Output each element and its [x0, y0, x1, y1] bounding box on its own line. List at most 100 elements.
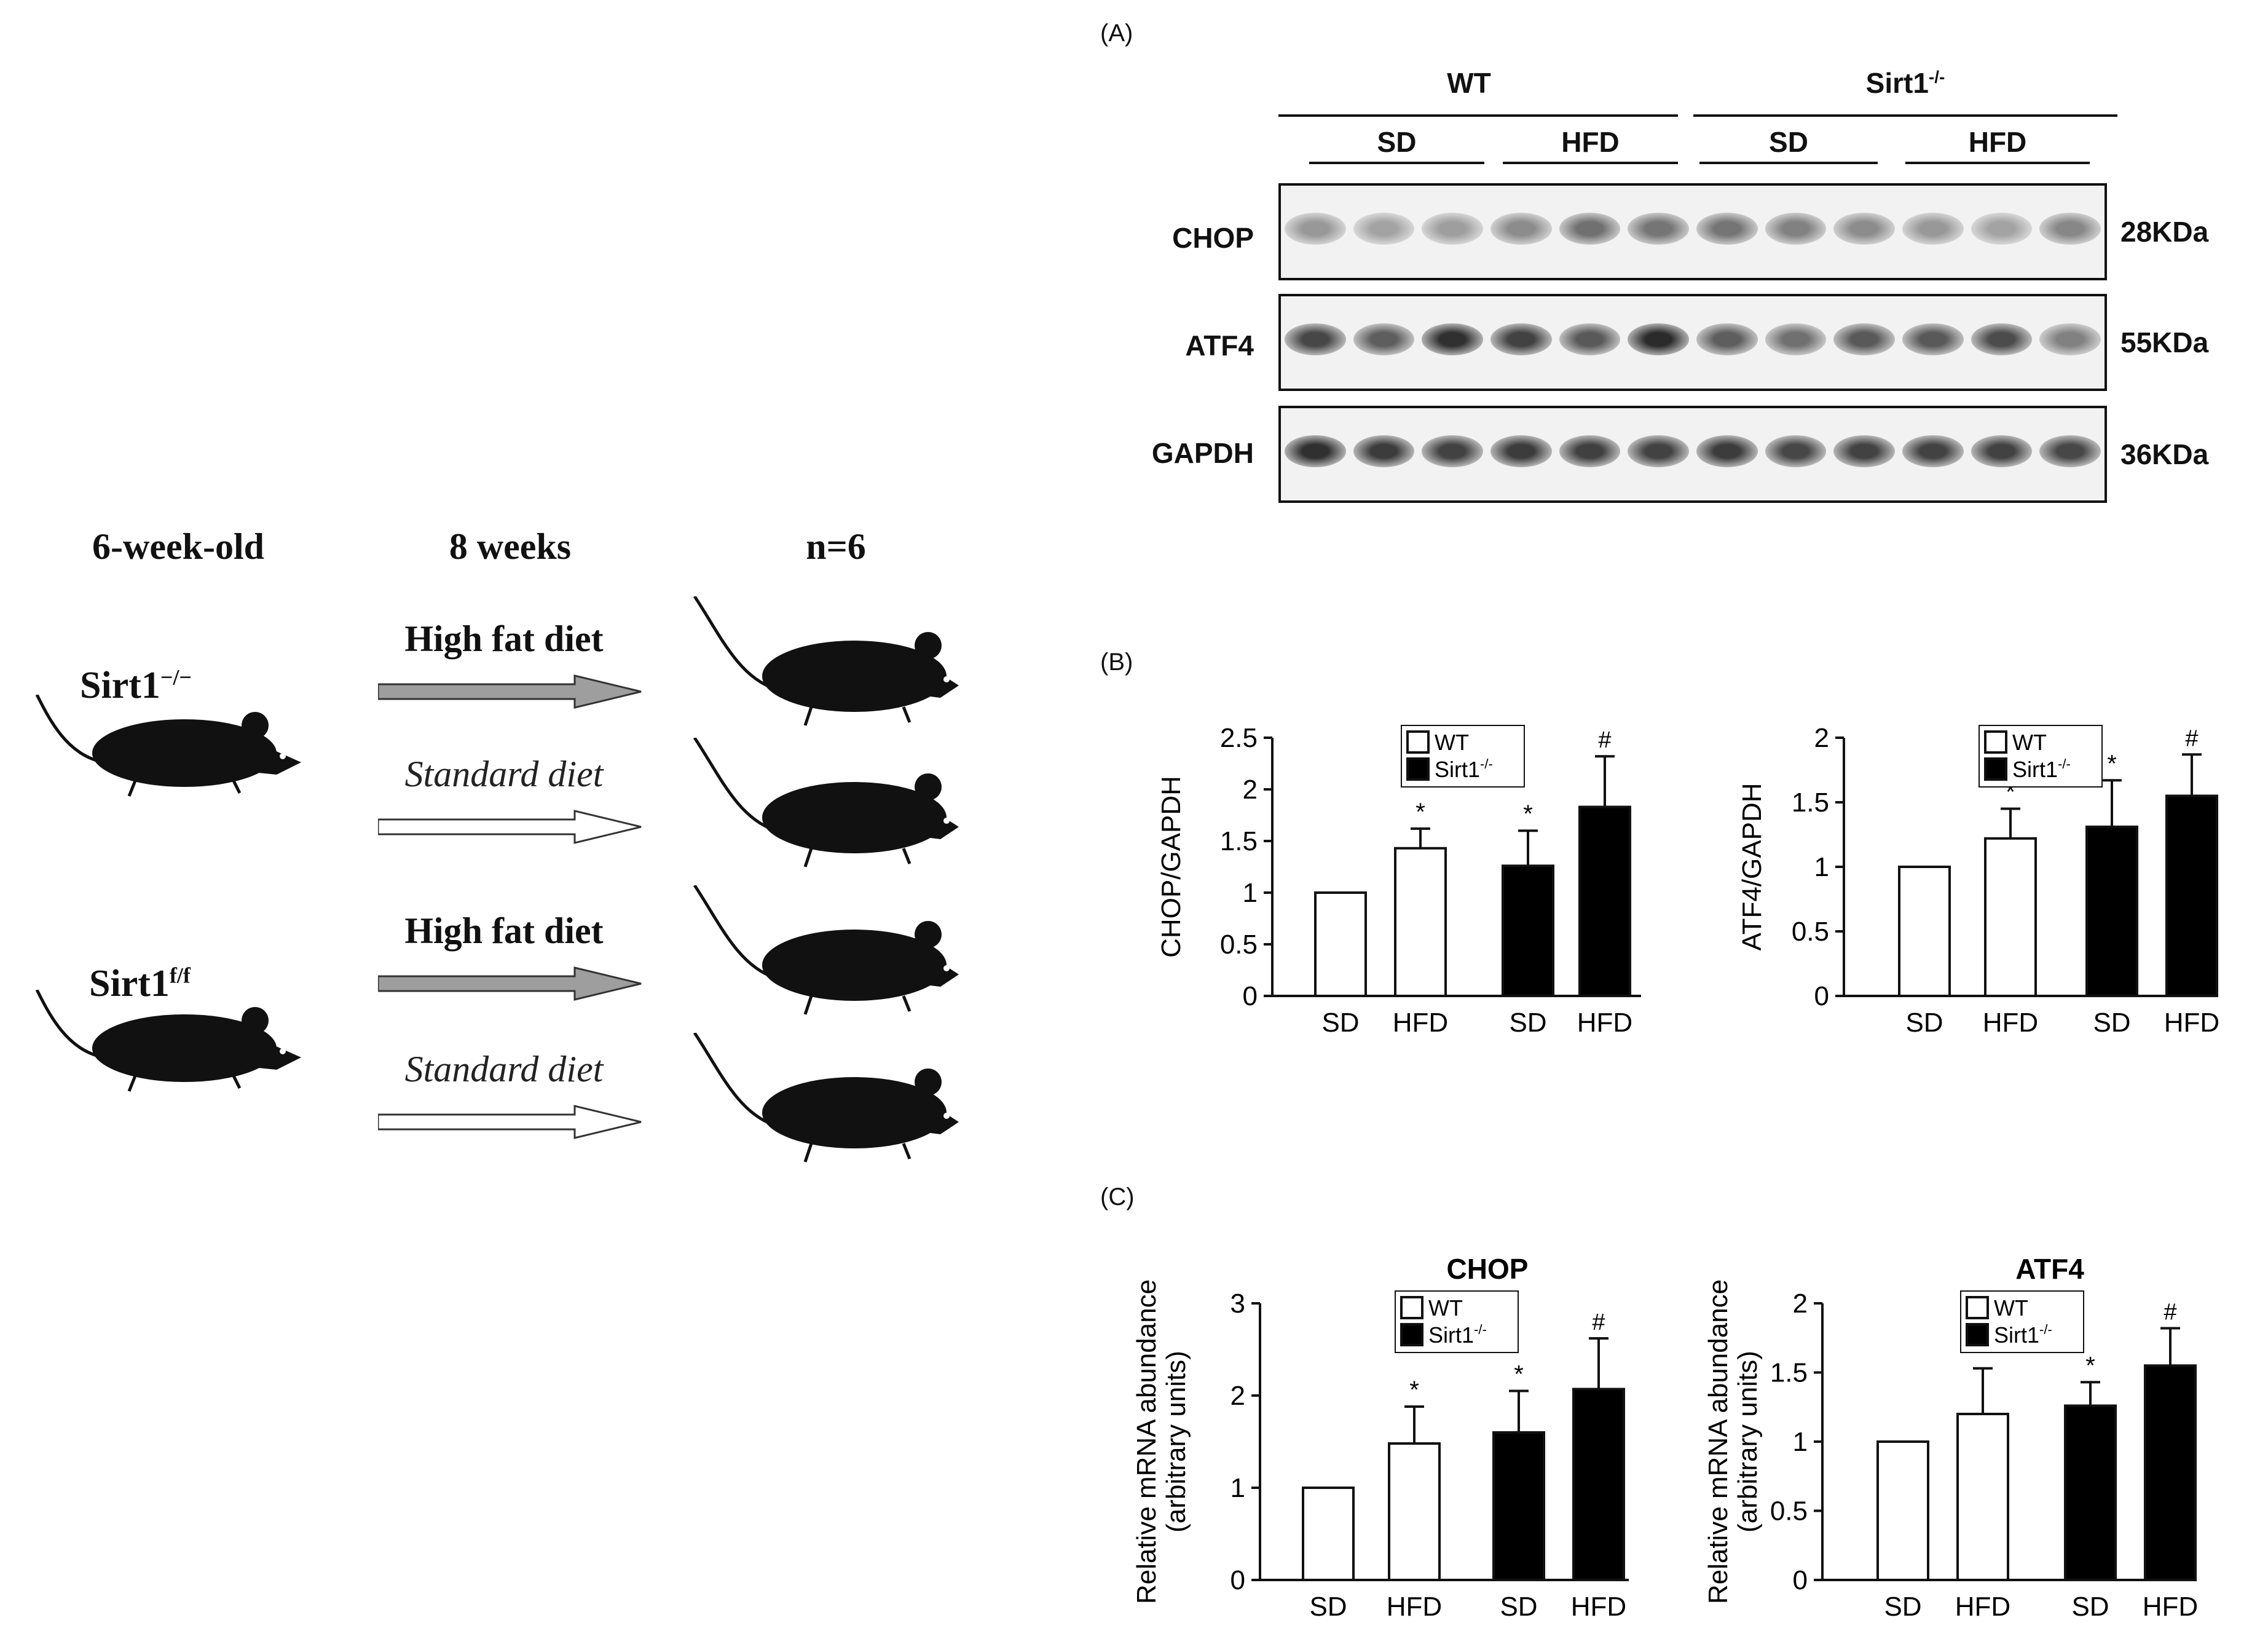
bar	[1394, 847, 1447, 997]
bar	[2165, 794, 2218, 997]
y-tick-label: 2.5	[1220, 723, 1258, 753]
bar	[2064, 1404, 2117, 1581]
legend-label: WT	[2012, 730, 2047, 755]
blot-band	[1902, 435, 1964, 467]
blot-band	[1353, 435, 1415, 467]
blot-size-atf4: 55KDa	[2120, 326, 2209, 358]
arrow-hfd-1	[378, 674, 642, 709]
blot-size-gapdh: 36KDa	[2120, 438, 2209, 470]
blot-image-gapdh	[1278, 406, 2107, 503]
blot-group-wt: WT	[1447, 67, 1491, 99]
strain-label-flox: Sirt1f/f	[89, 962, 191, 1006]
bar	[1956, 1413, 2009, 1581]
y-tick-label: 1	[1814, 852, 1829, 882]
bar	[1572, 1388, 1625, 1581]
x-tick-label: SD	[1309, 1592, 1347, 1622]
blot-band	[1559, 213, 1621, 245]
subgroup-line-3	[1699, 162, 1878, 164]
legend-swatch	[1406, 757, 1430, 781]
blot-band	[1628, 435, 1689, 467]
bar	[1492, 1431, 1545, 1581]
blot-band	[1833, 323, 1895, 355]
x-tick-label: HFD	[1393, 1008, 1448, 1038]
design-duration-label: 8 weeks	[449, 526, 572, 567]
significance-mark: *	[1409, 1376, 1419, 1404]
blot-band	[1285, 435, 1346, 467]
subgroup-line-2	[1503, 162, 1678, 164]
chart-title: CHOP	[1447, 1253, 1529, 1285]
y-tick-label: 1	[1230, 1473, 1245, 1503]
legend-swatch	[1406, 730, 1430, 754]
blot-band	[2039, 435, 2101, 467]
legend-swatch	[1984, 757, 2007, 781]
panel-a-tag: (A)	[1100, 20, 1133, 47]
blot-band	[1696, 323, 1758, 355]
blot-band	[1559, 435, 1621, 467]
blot-band	[1422, 435, 1483, 467]
blot-band	[1765, 435, 1827, 467]
diet-label-hfd-2: High fat diet	[404, 910, 604, 951]
legend-swatch	[1984, 730, 2007, 754]
bar	[1314, 891, 1367, 997]
y-tick-label: 3	[1230, 1289, 1245, 1319]
blot-protein-atf4: ATF4	[1185, 330, 1254, 361]
subgroup-line-1	[1309, 162, 1484, 164]
legend-label: WT	[1428, 1295, 1463, 1321]
y-tick-label: 1.5	[1220, 826, 1258, 856]
blot-band	[1902, 323, 1964, 355]
blot-subgroup-1: SD	[1377, 126, 1417, 158]
blot-band	[1490, 323, 1552, 355]
bar	[1876, 1440, 1929, 1581]
blot-band	[1833, 435, 1895, 467]
blot-band	[1971, 435, 2033, 467]
y-tick-label: 1.5	[1770, 1358, 1808, 1388]
blot-band	[1696, 435, 1758, 467]
blot-band	[1628, 213, 1689, 245]
strain-label-knockout: Sirt1−/−	[80, 664, 192, 708]
design-n-label: n=6	[806, 526, 866, 567]
y-tick-label: 0.5	[1792, 917, 1829, 947]
diet-label-sd-2: Standard diet	[404, 1049, 604, 1089]
x-tick-label: HFD	[1577, 1008, 1632, 1038]
strain-superscript: f/f	[169, 963, 191, 988]
significance-mark: #	[1598, 727, 1611, 753]
significance-mark: *	[1523, 800, 1533, 827]
x-tick-label: SD	[1509, 1008, 1546, 1038]
blot-band	[1628, 323, 1689, 355]
significance-mark: #	[1592, 1309, 1605, 1335]
blot-subgroup-4: HFD	[1968, 126, 2027, 158]
blot-band	[1902, 213, 1964, 245]
legend-swatch	[1400, 1296, 1423, 1319]
legend-superscript: -/-	[1474, 1322, 1487, 1337]
blot-image-atf4	[1278, 294, 2107, 391]
x-tick-label: SD	[1500, 1592, 1537, 1622]
diet-label-sd-1: Standard diet	[404, 754, 604, 794]
blot-band	[1971, 323, 2033, 355]
legend-swatch	[1400, 1323, 1423, 1346]
y-axis-label: CHOP/GAPDH	[1156, 776, 1186, 958]
x-tick-label: HFD	[1387, 1592, 1442, 1622]
x-tick-label: HFD	[1983, 1008, 2038, 1038]
significance-mark: *	[2085, 1352, 2095, 1379]
significance-mark: *	[2107, 750, 2117, 777]
legend-label: Sirt1-/-	[1428, 1322, 1487, 1348]
y-tick-label: 0.5	[1220, 930, 1258, 960]
y-axis-label: (arbitrary units)	[1733, 1351, 1763, 1533]
panel-c-tag: (C)	[1100, 1183, 1135, 1210]
mouse-icon	[693, 1033, 959, 1163]
x-tick-label: SD	[1321, 1008, 1359, 1038]
blot-band	[1422, 323, 1483, 355]
significance-mark: *	[1514, 1361, 1524, 1388]
blot-band	[1353, 323, 1415, 355]
strain-superscript: −/−	[160, 665, 192, 690]
chart-atf4-protein: 00.511.52SD*HFD*SD#HFDWTSirt1-/-ATF4/GAP…	[1737, 723, 2219, 1038]
blot-band	[1559, 323, 1621, 355]
blot-band	[1285, 213, 1346, 245]
y-tick-label: 2	[1243, 775, 1258, 805]
